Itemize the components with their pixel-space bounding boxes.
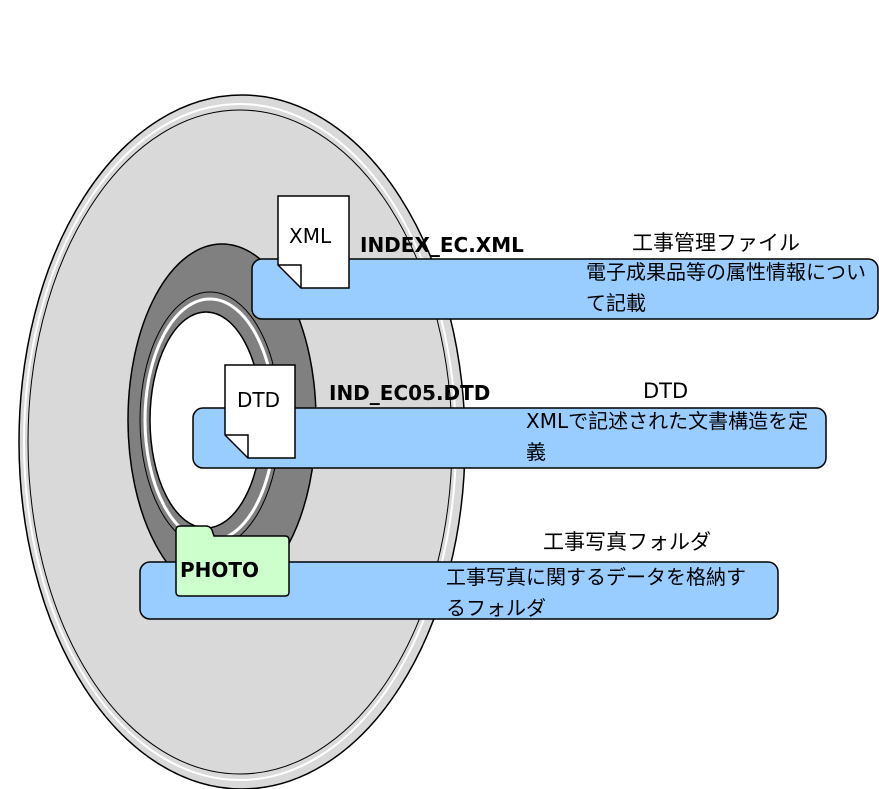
file-name-label: INDEX_EC.XML bbox=[360, 233, 524, 257]
file-icon-label: XML bbox=[289, 224, 332, 248]
item-bar-photo bbox=[139, 561, 779, 620]
item-bar-xml bbox=[251, 258, 879, 320]
file-name-label: IND_EC05.DTD bbox=[329, 381, 491, 405]
folder-icon-label: PHOTO bbox=[180, 558, 260, 582]
item-title: 工事写真フォルダ bbox=[543, 530, 711, 554]
item-description: 工事写真に関するデータを格納するフォルダ bbox=[446, 565, 746, 620]
item-title: 工事管理ファイル bbox=[632, 231, 800, 255]
file-icon-label: DTD bbox=[237, 388, 281, 412]
folder-icon bbox=[175, 525, 290, 597]
item-description: 電子成果品等の属性情報について記載 bbox=[586, 260, 866, 315]
item-bar-dtd bbox=[192, 407, 827, 469]
file-icon bbox=[277, 195, 350, 289]
item-description: XMLで記述された文書構造を定義 bbox=[526, 409, 809, 464]
item-title: DTD bbox=[643, 379, 689, 403]
file-icon bbox=[224, 364, 296, 459]
